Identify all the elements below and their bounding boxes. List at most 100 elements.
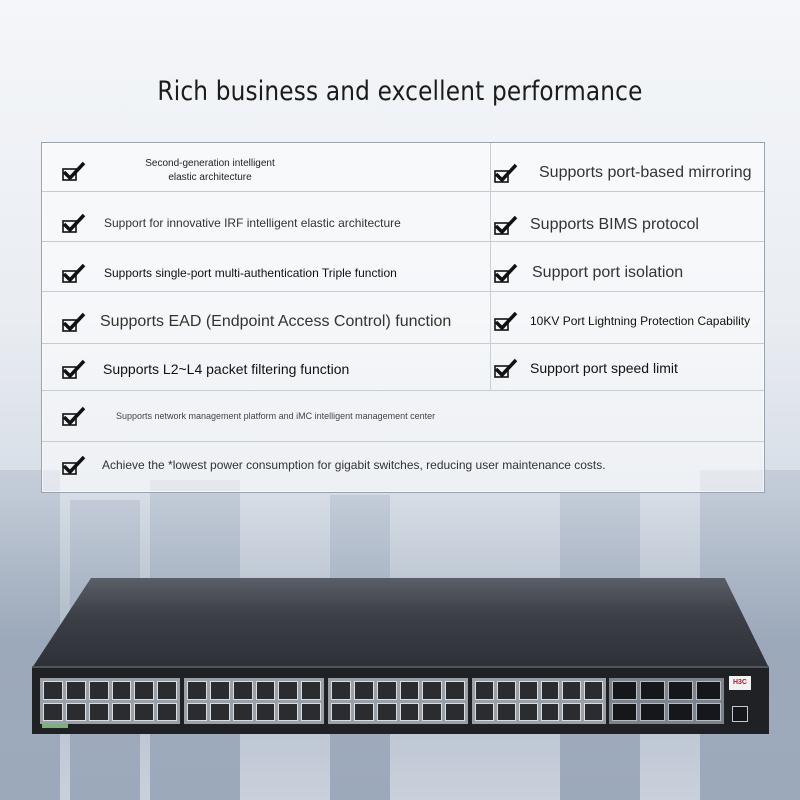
feature-item: Supports EAD (Endpoint Access Control) f…: [62, 312, 451, 332]
feature-label: Second-generation intelligent elastic ar…: [145, 158, 275, 183]
feature-item: Support port isolation: [494, 263, 683, 283]
rj45-port: [209, 702, 230, 721]
features-panel: Second-generation intelligent elastic ar…: [41, 142, 765, 493]
feature-label: Support port isolation: [532, 264, 684, 281]
checkmark-icon: [62, 455, 86, 475]
rj45-port: [584, 681, 603, 700]
switch-front-panel: H3C: [32, 666, 769, 734]
feature-label: Supports network management platform and…: [116, 411, 436, 421]
column-divider: [490, 143, 491, 390]
feature-label: Supports BIMS protocol: [530, 216, 699, 233]
brand-logo: H3C: [729, 676, 751, 690]
feature-label: 10KV Port Lightning Protection Capabilit…: [530, 314, 751, 328]
sfp-port: [668, 702, 693, 721]
checkmark-icon: [62, 213, 86, 233]
rj45-port: [232, 702, 253, 721]
feature-item: Second-generation intelligent elastic ar…: [62, 157, 290, 185]
feature-item: Supports network management platform and…: [62, 406, 435, 426]
feature-label: Achieve the *lowest power consumption fo…: [102, 458, 606, 472]
rj45-port: [157, 702, 177, 721]
feature-item: Supports BIMS protocol: [494, 215, 699, 235]
row-divider: [42, 191, 764, 192]
checkmark-icon: [62, 406, 86, 426]
checkmark-icon: [494, 163, 518, 183]
rj45-port: [65, 681, 86, 700]
console-port: [732, 706, 748, 722]
rj45-port: [422, 681, 443, 700]
sfp-port: [640, 681, 665, 700]
rj45-port: [399, 702, 420, 721]
feature-item: Supports L2~L4 packet filtering function: [62, 359, 349, 379]
rj45-port: [134, 681, 155, 700]
sfp-port: [696, 702, 721, 721]
row-divider: [42, 291, 764, 292]
rj45-port: [255, 681, 276, 700]
rj45-port: [301, 681, 321, 700]
rj45-port: [134, 702, 155, 721]
rj45-port: [496, 681, 516, 700]
feature-label: Supports L2~L4 packet filtering function: [103, 361, 350, 377]
row-divider: [42, 441, 764, 442]
rj45-port: [255, 702, 276, 721]
checkmark-icon: [494, 263, 518, 283]
row-divider: [42, 343, 764, 344]
sfp-port: [696, 681, 721, 700]
checkmark-icon: [62, 161, 86, 181]
rj45-port: [43, 681, 63, 700]
feature-item: 10KV Port Lightning Protection Capabilit…: [494, 311, 750, 331]
sfp-port: [668, 681, 693, 700]
rj45-port: [518, 702, 538, 721]
feature-item: Support port speed limit: [494, 358, 678, 378]
feature-item: Supports single-port multi-authenticatio…: [62, 263, 397, 283]
rj45-port: [65, 702, 86, 721]
rj45-port: [475, 702, 494, 721]
rj45-port: [88, 681, 109, 700]
rj45-port: [475, 681, 494, 700]
rj45-port: [562, 702, 582, 721]
rj45-port: [584, 702, 603, 721]
rj45-port: [331, 702, 351, 721]
sfp-port-group: [609, 678, 724, 724]
rj45-port: [540, 681, 560, 700]
rj45-port: [353, 681, 374, 700]
sfp-port: [612, 681, 637, 700]
rj45-port: [445, 681, 465, 700]
checkmark-icon: [62, 312, 86, 332]
rj45-port: [445, 702, 465, 721]
feature-label: Support port speed limit: [530, 360, 678, 376]
feature-label: Support for innovative IRF intelligent e…: [104, 216, 401, 230]
checkmark-icon: [494, 311, 518, 331]
checkmark-icon: [494, 215, 518, 235]
rj45-port: [111, 681, 132, 700]
rj45-port: [157, 681, 177, 700]
rj45-port: [562, 681, 582, 700]
feature-label: Supports EAD (Endpoint Access Control) f…: [100, 313, 452, 330]
rj45-port: [353, 702, 374, 721]
rj45-port: [331, 681, 351, 700]
feature-item: Support for innovative IRF intelligent e…: [62, 213, 401, 233]
checkmark-icon: [62, 263, 86, 283]
rj45-port-group: [184, 678, 324, 724]
feature-label: Supports single-port multi-authenticatio…: [104, 266, 397, 280]
rj45-port: [111, 702, 132, 721]
rj45-port: [232, 681, 253, 700]
rj45-port: [376, 681, 397, 700]
rj45-port: [278, 681, 299, 700]
feature-label: Supports port-based mirroring: [539, 164, 752, 181]
rj45-port: [540, 702, 560, 721]
sfp-port: [612, 702, 637, 721]
checkmark-icon: [62, 359, 86, 379]
status-led-strip: [42, 724, 68, 728]
rj45-port: [278, 702, 299, 721]
rj45-port: [88, 702, 109, 721]
feature-item: Achieve the *lowest power consumption fo…: [62, 455, 606, 475]
checkmark-icon: [494, 358, 518, 378]
rj45-port: [496, 702, 516, 721]
row-divider: [42, 390, 764, 391]
rj45-port-group: [328, 678, 468, 724]
sfp-port: [640, 702, 665, 721]
page-title: Rich business and excellent performance: [157, 76, 643, 107]
rj45-port-group: [472, 678, 606, 724]
network-switch-image: H3C: [32, 578, 769, 734]
rj45-port: [301, 702, 321, 721]
